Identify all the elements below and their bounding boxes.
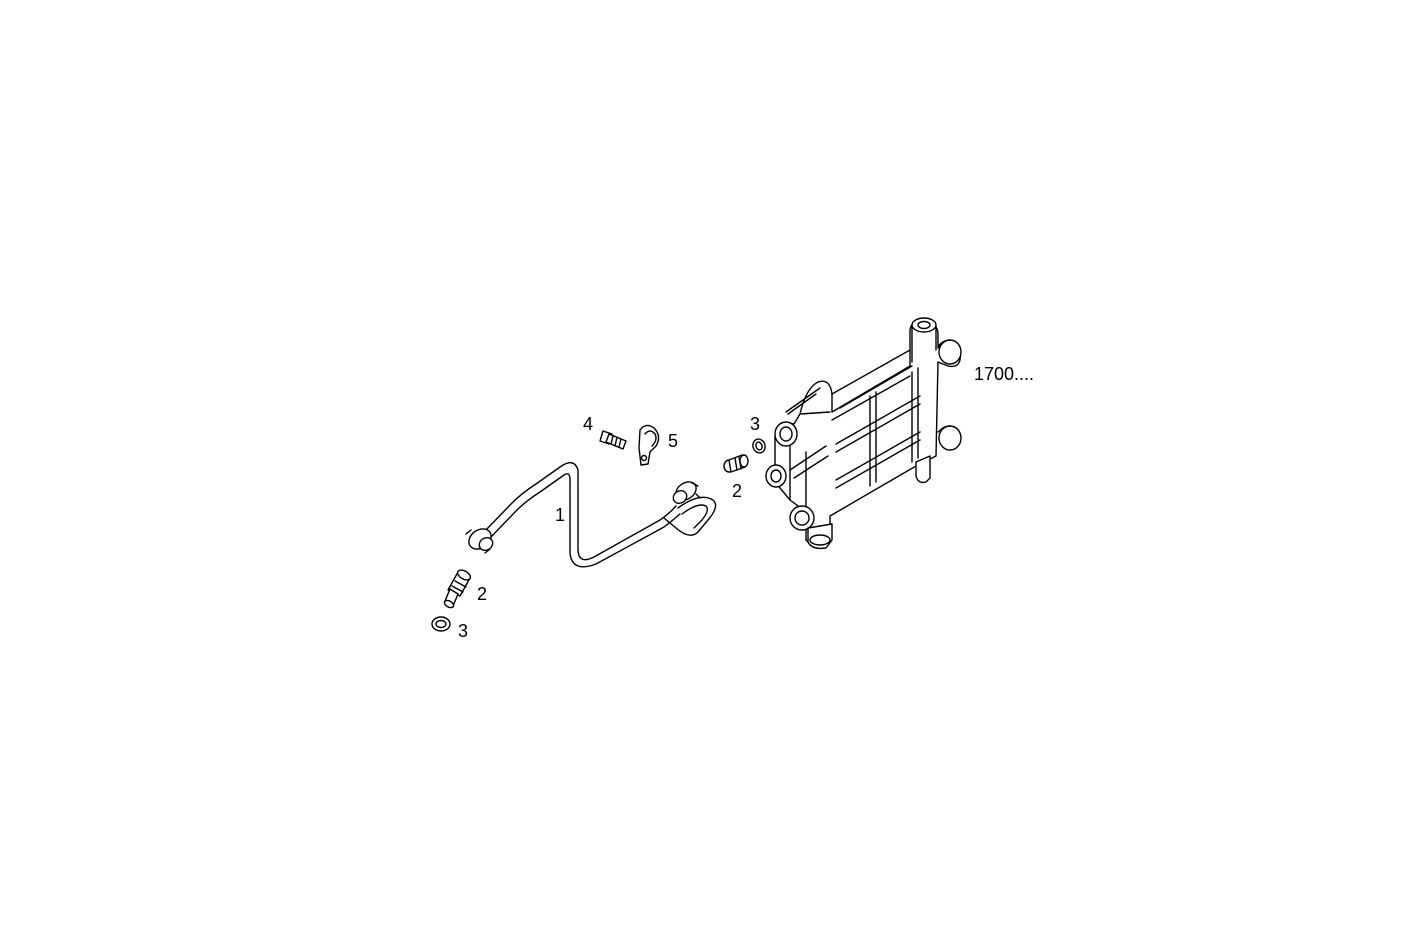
callout-4-bolt: 4: [583, 414, 594, 434]
callout-3-washer-left: 3: [458, 621, 469, 641]
callout-2-union-left: 2: [477, 584, 488, 604]
callout-1-pipe: 1: [555, 505, 566, 525]
callout-cooler-reference: 1700....: [974, 364, 1035, 384]
bolt-part-4: [599, 430, 627, 450]
callout-2-union-right: 2: [732, 481, 743, 501]
callout-3-washer-right: 3: [750, 414, 761, 434]
union-part-2-right: [723, 454, 749, 473]
clamp-part-5: [638, 424, 660, 466]
cooler-assembly: [765, 317, 962, 550]
pipe-part-1: [465, 462, 717, 568]
callout-5-clamp: 5: [668, 431, 679, 451]
union-part-2-left: [443, 569, 472, 609]
washer-part-3-left: [431, 616, 451, 632]
washer-part-3-right: [752, 438, 766, 454]
